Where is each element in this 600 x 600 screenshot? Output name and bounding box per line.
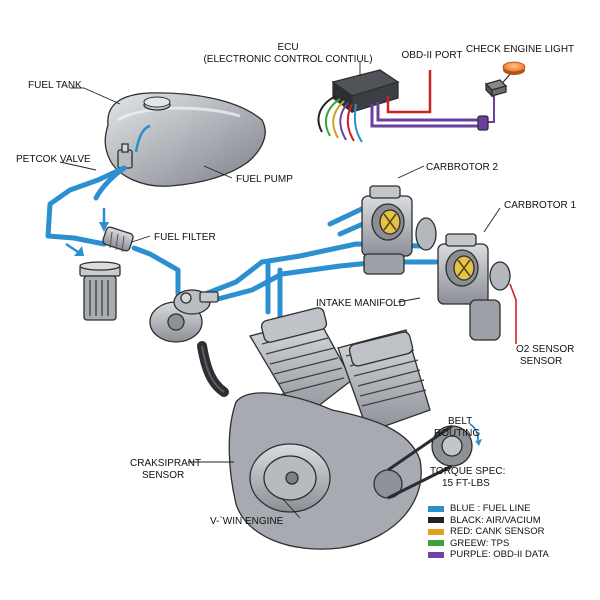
leader-lines	[59, 62, 501, 519]
obd-wiring	[370, 70, 513, 128]
legend-item-black: BLACK: AIR/VACIUM	[428, 515, 593, 527]
fuel-tank-label: FUEL TANK	[28, 80, 82, 91]
check-engine-connector	[484, 79, 508, 98]
legend-swatch-red	[428, 528, 444, 535]
legend-item-green: GREEW: TPS	[428, 538, 593, 550]
torque-spec-value: 15 FT-LBS	[442, 478, 490, 489]
fuel-pump	[149, 289, 219, 343]
belt-routing-label: BELT	[448, 416, 472, 427]
carburetor-2	[361, 185, 437, 275]
carburetor-2-label: CARBROTOR 2	[426, 162, 498, 173]
o2-sensor-wire	[509, 283, 517, 344]
legend-item-blue: BLUE : FUEL LINE	[428, 503, 593, 515]
obd-port-label: OBD-II PORT	[402, 50, 463, 61]
fuel-filter	[102, 226, 134, 253]
belt-routing-sublabel: ROUTING	[434, 428, 480, 439]
carburetor-1-label: CARBROTOR 1	[504, 200, 576, 211]
petcock-valve-label: PETCOK VALVE	[16, 154, 91, 165]
ecu	[317, 69, 400, 143]
fuel-filter-label: FUEL FILTER	[154, 232, 216, 243]
legend-text-black: BLACK: AIR/VACIUM	[450, 514, 541, 526]
legend-text-blue: BLUE : FUEL LINE	[450, 503, 531, 515]
legend-text-purple: PURPLE: OBD-II DATA	[450, 549, 549, 561]
fuel-tank	[104, 92, 266, 187]
legend-swatch-blue	[428, 505, 444, 512]
legend-swatch-black	[428, 517, 444, 524]
legend: BLUE : FUEL LINE BLACK: AIR/VACIUM RED: …	[428, 503, 593, 561]
fuel-pump-label: FUEL PUMP	[236, 174, 293, 185]
flow-arrows	[65, 208, 109, 256]
legend-text-red: RED: CANK SENSOR	[450, 526, 545, 538]
crank-sensor-sublabel: SENSOR	[142, 470, 184, 481]
crank-sensor-label: CRAKSIPRANT	[130, 458, 201, 469]
o2-sensor-label: O2 SENSOR	[516, 344, 574, 355]
obd-port	[477, 115, 489, 131]
ecu-sublabel: (ELECTRONIC CONTROL CONTIUL)	[203, 54, 372, 65]
legend-text-green: GREEW: TPS	[450, 537, 510, 549]
intake-manifold-label: INTAKE MANIFOLD	[316, 298, 406, 309]
torque-spec-label: TORQUE SPEC:	[430, 466, 505, 477]
legend-item-purple: PURPLE: OBD-II DATA	[428, 549, 593, 561]
carburetor-1	[437, 233, 511, 341]
engine-label: V-`WIN ENGINE	[210, 515, 284, 527]
v-twin-engine	[197, 307, 482, 550]
check-engine-light-label: CHECK ENGINE LIGHT	[466, 44, 574, 55]
inline-filter-canister	[79, 261, 121, 321]
legend-swatch-green	[428, 540, 444, 547]
legend-swatch-purple	[428, 551, 444, 558]
o2-sensor-sublabel: SENSOR	[520, 356, 562, 367]
check-engine-light	[502, 61, 526, 75]
legend-item-red: RED: CANK SENSOR	[428, 526, 593, 538]
ecu-label: ECU	[277, 42, 298, 53]
petcock-valve	[117, 143, 133, 169]
